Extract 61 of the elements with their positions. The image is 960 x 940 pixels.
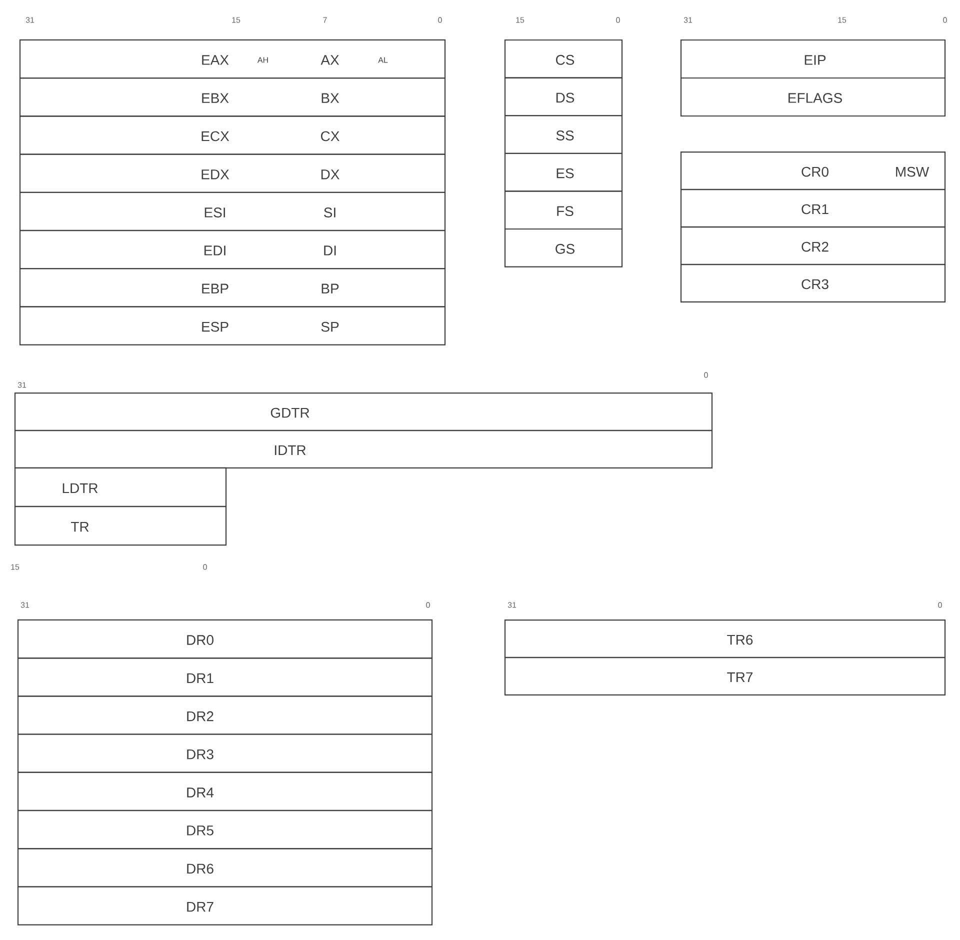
bit-number: 0: [943, 17, 947, 23]
bit-number: 7: [323, 17, 327, 23]
bit-number: 15: [11, 564, 20, 570]
byte-label: AH: [257, 57, 268, 63]
bit-number: 31: [684, 17, 692, 23]
register-name: EDI: [204, 246, 226, 256]
register-name: SS: [556, 130, 574, 140]
register-name: DR4: [187, 788, 214, 798]
register-name: CS: [556, 54, 574, 65]
register-name: BX: [322, 93, 340, 103]
bit-number: 15: [516, 17, 524, 23]
bit-number: 0: [938, 602, 942, 608]
register-name: CR3: [802, 279, 828, 290]
bit-number: 0: [616, 17, 620, 23]
register-name: EAX: [202, 55, 229, 65]
register-name: CR0: [802, 166, 828, 177]
register-name: DR7: [187, 902, 214, 912]
register-name: LDTR: [62, 483, 98, 493]
register-name: SP: [321, 322, 339, 332]
register-name: DR5: [187, 826, 214, 836]
register-name: TR: [70, 522, 89, 532]
register-name: DX: [321, 170, 340, 180]
register-name: ESI: [204, 208, 225, 218]
bit-number: 31: [26, 17, 34, 23]
register-name: AX: [320, 55, 340, 65]
register-name: CX: [320, 131, 340, 142]
bit-number: 15: [232, 17, 240, 23]
bit-number: 0: [438, 17, 442, 23]
register-name: DI: [324, 246, 336, 256]
register-name: ECX: [202, 131, 230, 142]
register-name: DR1: [187, 673, 214, 684]
register-name: EBP: [202, 284, 228, 294]
bit-number: 31: [508, 602, 516, 608]
register-name: EFLAGS: [788, 93, 842, 103]
register-name: EDX: [202, 170, 230, 180]
register-name: BP: [322, 284, 339, 294]
bit-number: 31: [20, 602, 30, 608]
register-name: CR2: [802, 242, 828, 252]
register-name: TR6: [727, 634, 753, 645]
byte-label: AL: [378, 57, 388, 63]
bit-number: 15: [838, 17, 846, 23]
register-name: DS: [556, 92, 574, 103]
register-name: CR1: [802, 204, 828, 214]
register-name: FS: [557, 206, 574, 216]
register-name: TR7: [727, 672, 753, 682]
register-name: SI: [324, 208, 336, 218]
register-name: IDTR: [274, 445, 306, 455]
register-name: DR0: [187, 635, 214, 645]
register-name: DR2: [187, 711, 214, 722]
register-name: DR3: [187, 749, 214, 760]
register-name: ES: [556, 168, 574, 178]
register-name: EIP: [804, 55, 826, 65]
bit-number: 0: [704, 372, 708, 378]
register-name: MSW: [896, 166, 930, 177]
bit-number: 0: [203, 564, 207, 570]
register-name: GDTR: [270, 408, 310, 418]
register-name: EBX: [202, 93, 229, 103]
register-name: ESP: [202, 322, 228, 332]
bit-number: 0: [426, 602, 430, 608]
register-name: DR6: [187, 864, 214, 874]
register-name: GS: [556, 244, 574, 254]
